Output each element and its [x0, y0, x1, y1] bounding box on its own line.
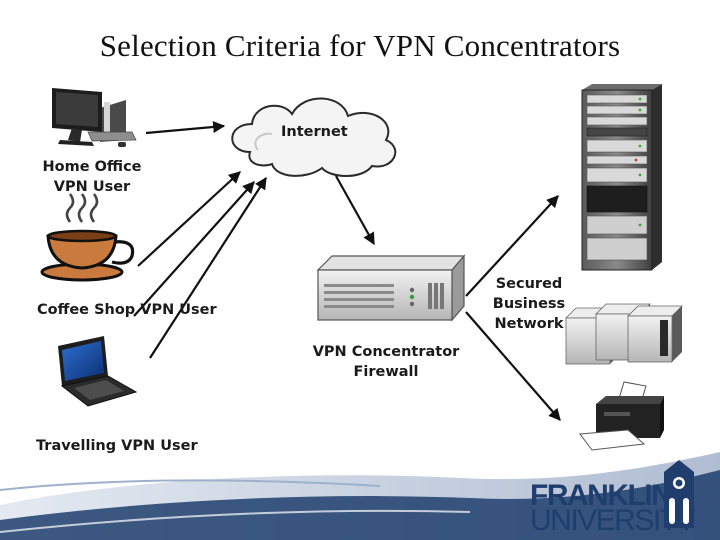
secured-network-line2: Business: [492, 296, 566, 312]
logo-tower-icon: [664, 460, 694, 528]
server-towers-icon: [565, 303, 683, 365]
secured-network-line3: Network: [494, 316, 564, 332]
arrow-internet-to-concentrator: [335, 175, 375, 246]
home-office-label-line2: VPN User: [53, 179, 131, 195]
coffee-cup-icon: [40, 193, 135, 282]
cloud-icon: [231, 97, 397, 177]
franklin-university-logo: FRANKLIN UNIVERSITY: [530, 460, 698, 537]
travelling-label: Travelling VPN User: [36, 438, 198, 454]
concentrator-label-line1: VPN Concentrator: [312, 344, 460, 360]
desktop-computer-icon: [52, 88, 137, 147]
connection-arrows: [133, 120, 561, 421]
printer-icon: [579, 381, 664, 451]
home-office-label-line1: Home Office: [42, 159, 142, 175]
server-rack-icon: [581, 84, 662, 271]
secured-network-line1: Secured: [495, 276, 563, 292]
arrow-laptop-b-to-internet: [149, 176, 267, 359]
arrow-coffee-to-internet: [137, 171, 241, 267]
footer-wave: [0, 452, 720, 540]
coffee-shop-label: Coffee Shop VPN User: [37, 302, 217, 318]
internet-label: Internet: [281, 124, 348, 140]
logo-line1: FRANKLIN: [530, 479, 671, 512]
arrow-home-to-internet: [145, 120, 226, 135]
secured-network-label: Secured Business Network: [488, 274, 570, 334]
slide-title: Selection Criteria for VPN Concentrators: [99, 28, 621, 63]
arrow-concentrator-to-rack: [465, 195, 559, 297]
laptop-icon: [58, 336, 138, 407]
arrow-concentrator-to-printer: [465, 311, 561, 421]
concentrator-label-line2: Firewall: [353, 364, 419, 380]
arrow-laptop-a-to-internet: [133, 181, 255, 317]
concentrator-label: VPN Concentrator Firewall: [300, 342, 472, 382]
home-office-label: Home Office VPN User: [30, 157, 154, 197]
vpn-appliance-icon: [316, 254, 466, 322]
